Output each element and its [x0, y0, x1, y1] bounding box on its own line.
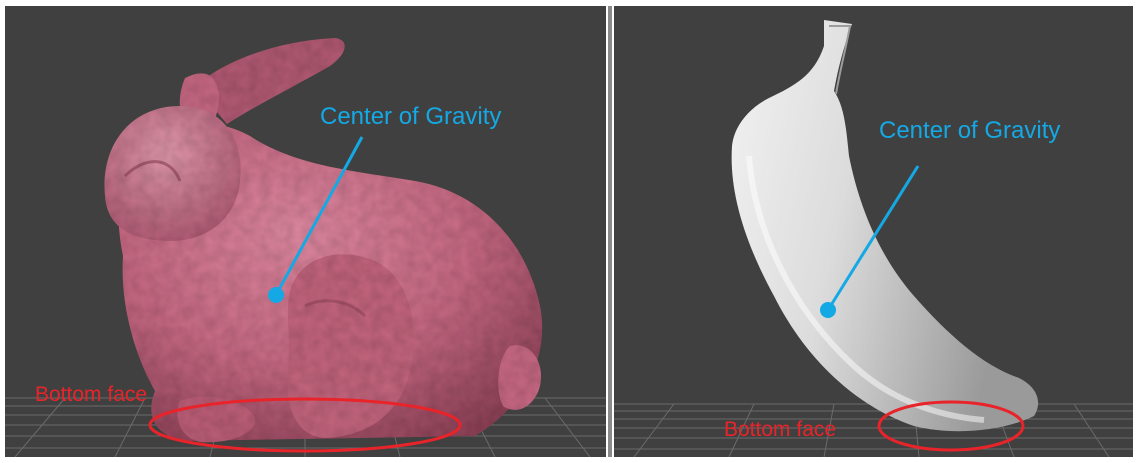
bunny-model [104, 38, 542, 442]
floor-grid [614, 404, 1133, 457]
banana-viewport: Center of Gravity Bottom face [614, 6, 1133, 457]
banana-model [732, 20, 1038, 431]
center-of-gravity-label: Center of Gravity [879, 119, 1060, 143]
panel-divider [608, 6, 612, 457]
bottom-face-label: Bottom face [724, 419, 836, 440]
banana-scene [614, 6, 1133, 457]
bunny-viewport: Center of Gravity Bottom face [5, 6, 606, 457]
center-of-gravity-label: Center of Gravity [320, 105, 501, 129]
bottom-face-label: Bottom face [35, 384, 147, 405]
